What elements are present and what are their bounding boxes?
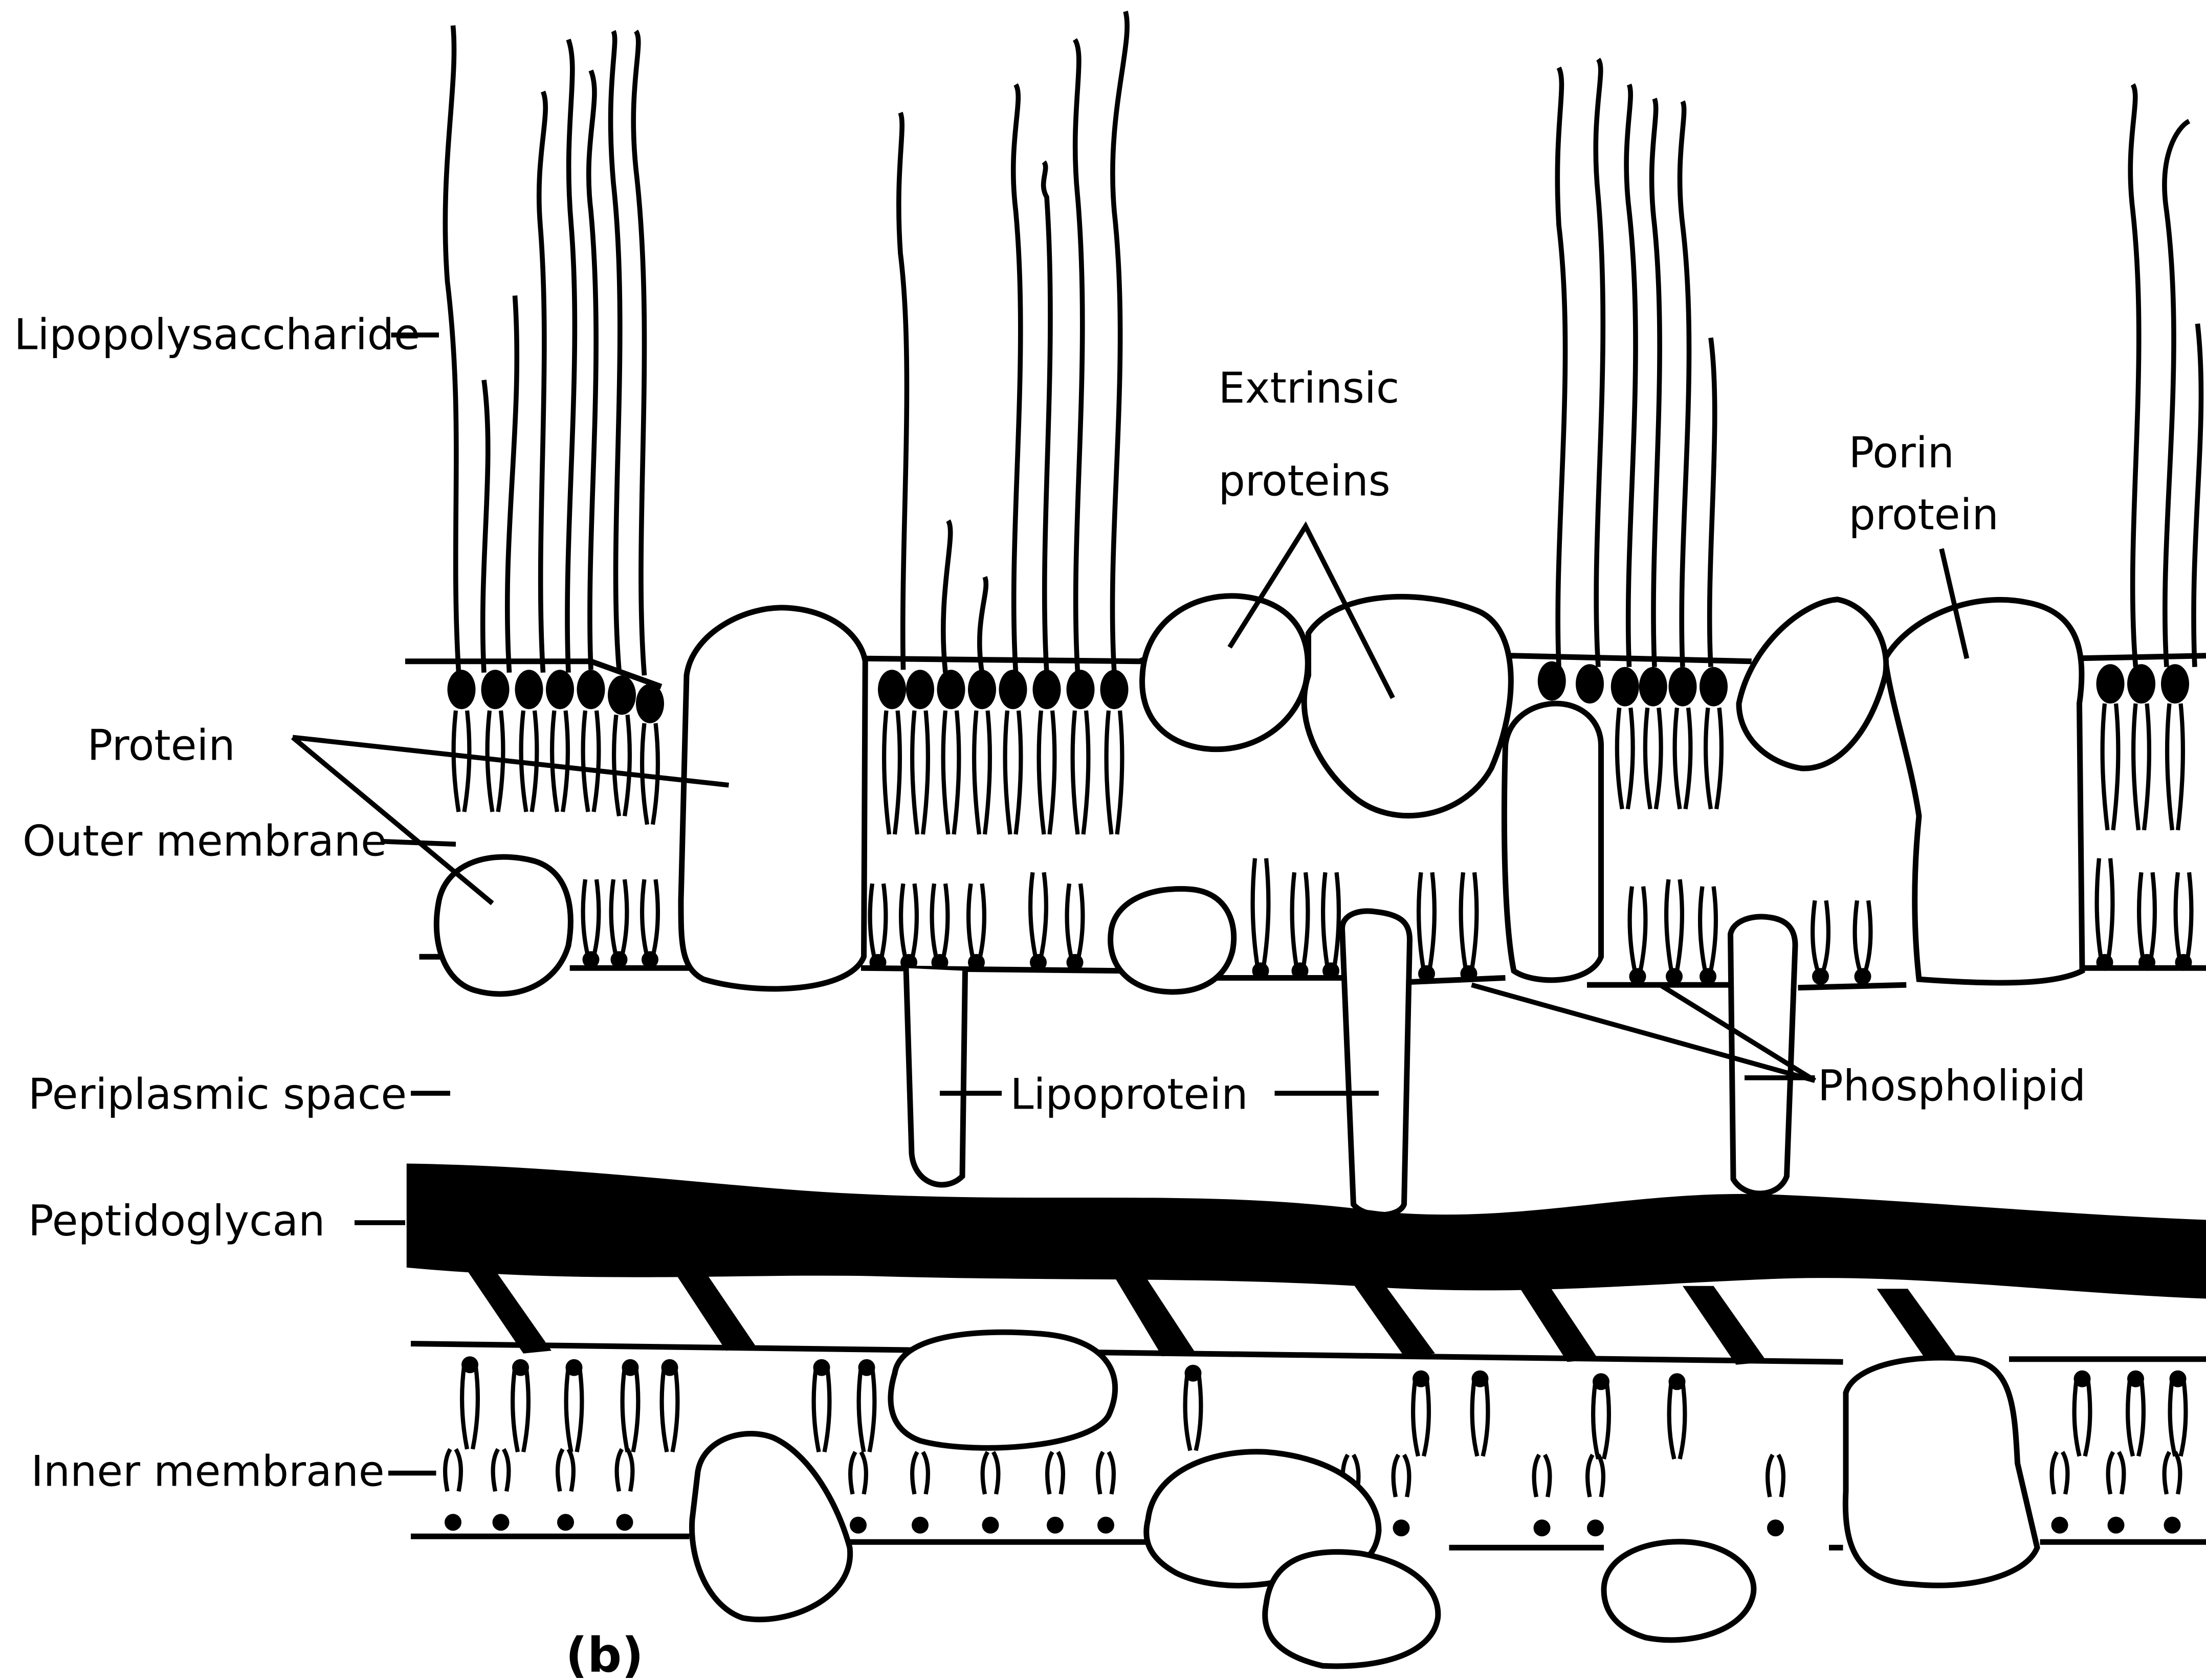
extrinsic-protein-1 bbox=[1142, 596, 1308, 749]
label-porin-line2: protein bbox=[1849, 490, 1999, 539]
inner-protein-4 bbox=[1265, 1552, 1438, 1666]
outer-membrane-proteins bbox=[436, 596, 2082, 994]
porin-side-protein bbox=[1739, 600, 1886, 768]
label-porin-line1: Porin bbox=[1849, 428, 1954, 477]
protein-blob-small bbox=[436, 857, 570, 994]
label-outer-membrane: Outer membrane bbox=[23, 816, 387, 866]
lipopolysaccharide-chains bbox=[445, 11, 2201, 675]
inner-protein-2 bbox=[692, 1434, 850, 1620]
label-periplasmic-space: Periplasmic space bbox=[28, 1070, 407, 1119]
inner-protein-6 bbox=[1845, 1358, 2037, 1585]
extrinsic-protein-2 bbox=[1304, 596, 1511, 815]
inner-protein-1 bbox=[891, 1332, 1115, 1448]
protein-blob-large bbox=[681, 608, 865, 989]
label-extrinsic-line1: Extrinsic bbox=[1219, 364, 1400, 413]
transmembrane-protein-tall bbox=[1504, 703, 1601, 980]
leader-outer-membrane bbox=[383, 842, 456, 845]
label-phospholipid: Phospholipid bbox=[1818, 1062, 2086, 1111]
peptidoglycan-layer bbox=[408, 1165, 2206, 1297]
label-lipoprotein: Lipoprotein bbox=[1010, 1070, 1248, 1119]
lipoprotein-2 bbox=[1342, 911, 1410, 1215]
label-peptidoglycan: Peptidoglycan bbox=[28, 1197, 325, 1246]
lipoprotein-3 bbox=[1731, 917, 1796, 1193]
label-lipopolysaccharide: Lipopolysaccharide bbox=[14, 310, 420, 359]
panel-label: (b) bbox=[566, 1627, 644, 1680]
label-protein: Protein bbox=[87, 721, 235, 770]
label-extrinsic-line2: proteins bbox=[1219, 456, 1391, 505]
inner-membrane-proteins bbox=[692, 1332, 2037, 1666]
porin-protein bbox=[1885, 600, 2082, 983]
outer-membrane-small-protein bbox=[1111, 889, 1234, 992]
inner-protein-5 bbox=[1604, 1542, 1754, 1640]
lipoprotein-1 bbox=[906, 968, 965, 1185]
label-inner-membrane: Inner membrane bbox=[31, 1447, 385, 1496]
